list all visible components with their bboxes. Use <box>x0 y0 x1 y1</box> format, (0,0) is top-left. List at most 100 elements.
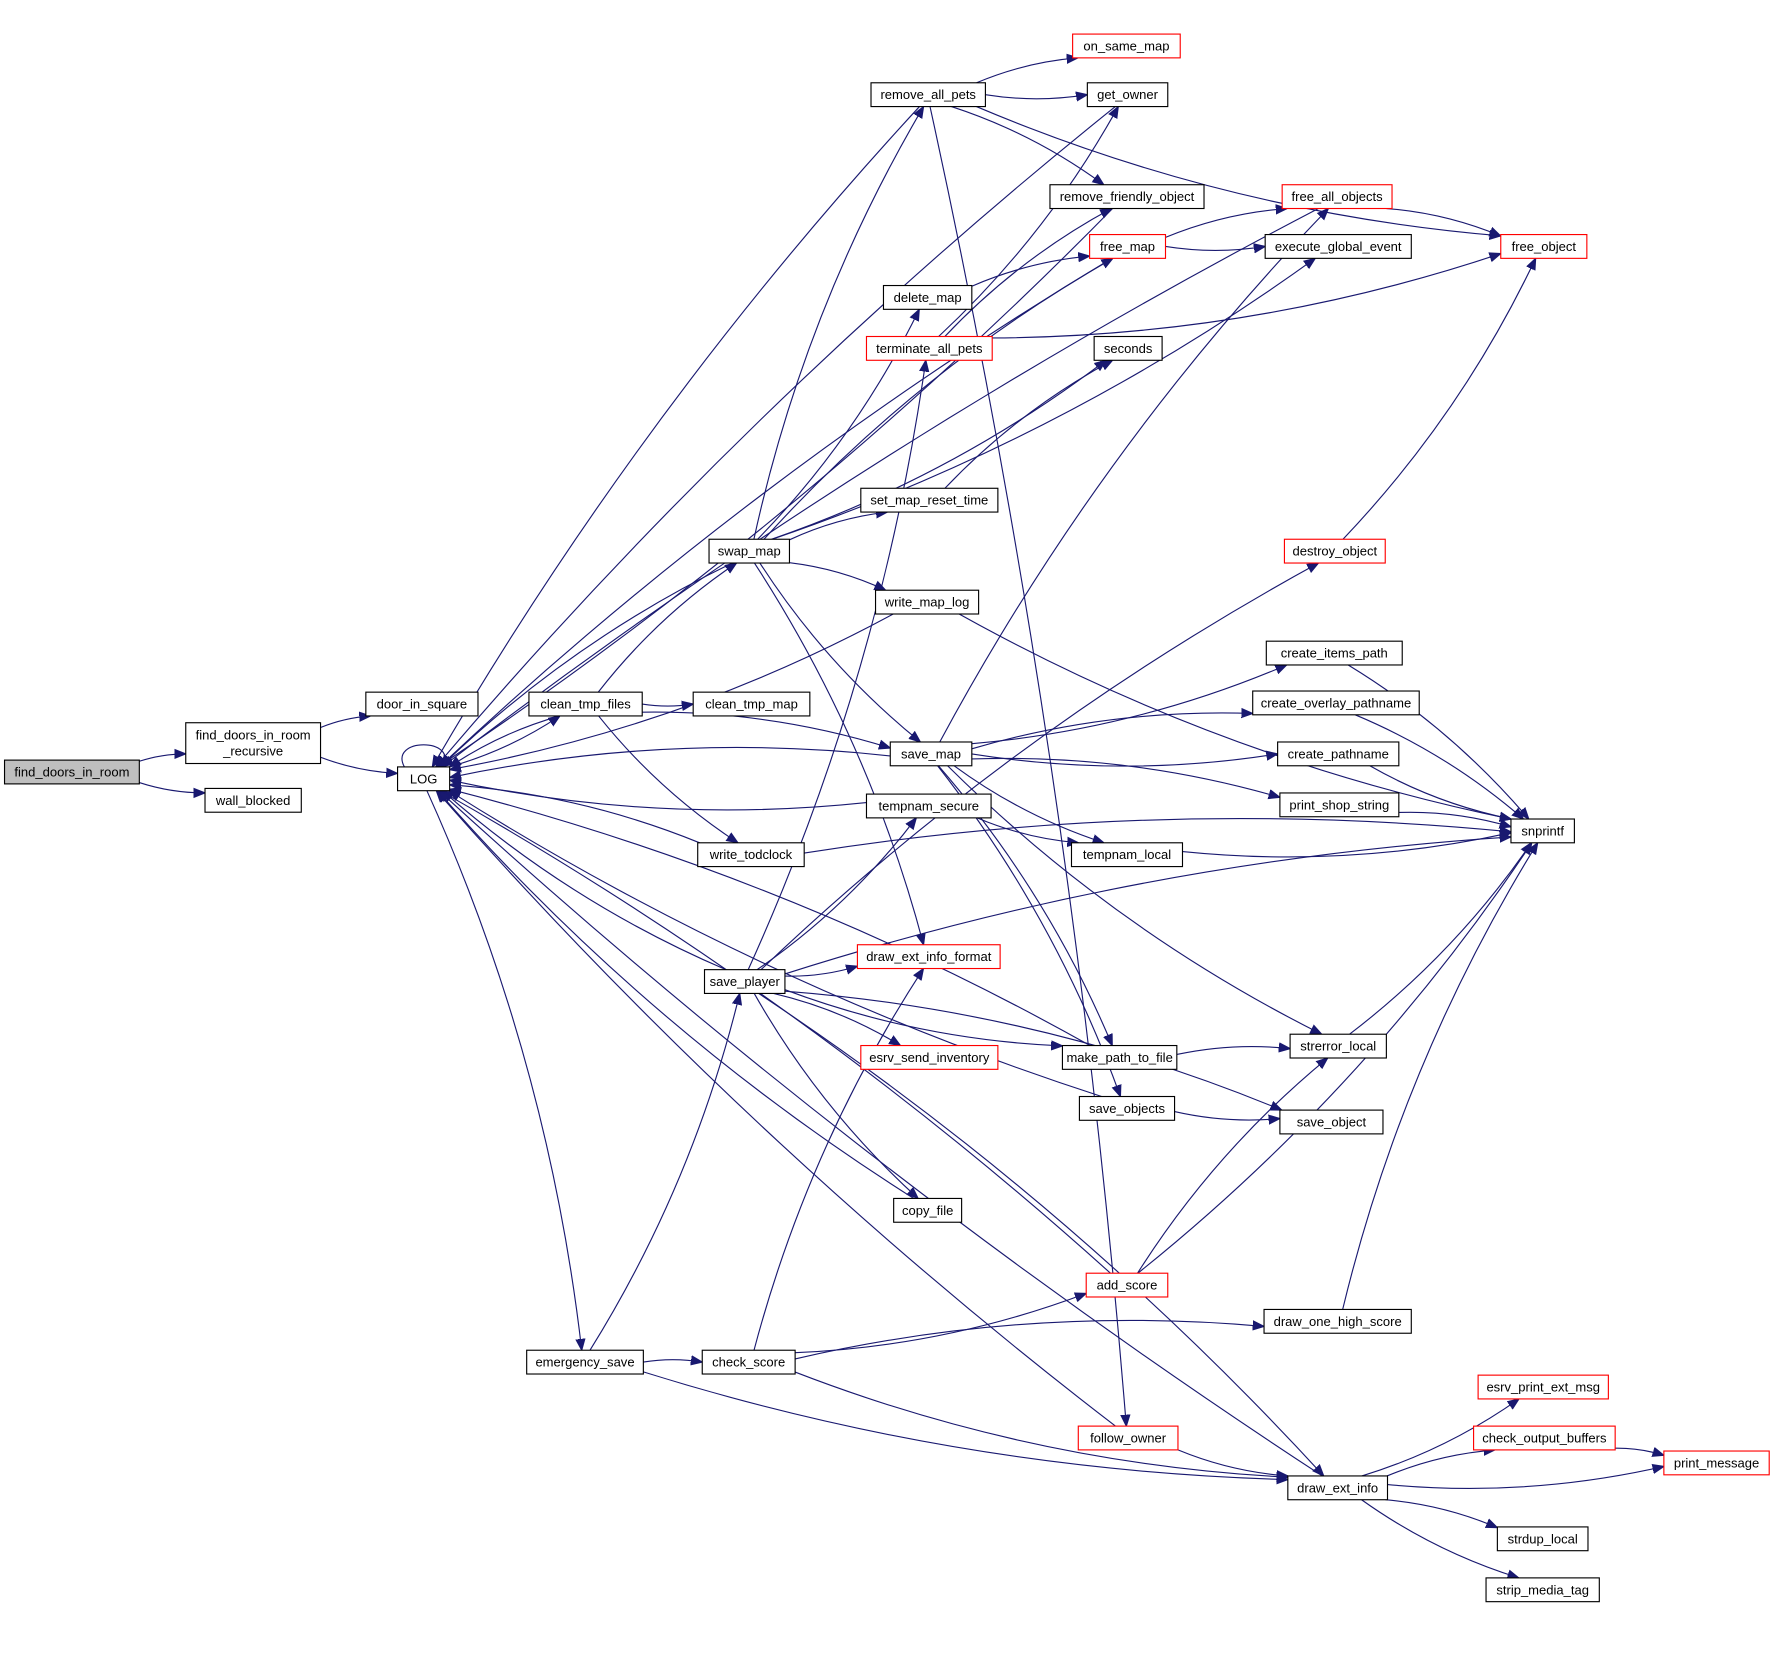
node-write-map-log[interactable]: write_map_log <box>874 589 980 615</box>
node-free-map[interactable]: free_map <box>1089 233 1167 259</box>
node-box[interactable] <box>870 82 986 108</box>
node-box[interactable] <box>1663 1450 1770 1476</box>
node-remove-friendly-object[interactable]: remove_friendly_object <box>1049 184 1205 210</box>
node-box[interactable] <box>860 1044 999 1070</box>
node-free-all-objects[interactable]: free_all_objects <box>1281 184 1393 210</box>
node-free-object[interactable]: free_object <box>1500 233 1588 259</box>
node-box[interactable] <box>692 691 811 717</box>
node-terminate-all-pets[interactable]: terminate_all_pets <box>865 335 993 361</box>
node-save-player[interactable]: save_player <box>703 969 786 995</box>
node-box[interactable] <box>1496 1526 1589 1552</box>
node-box[interactable] <box>1279 792 1400 818</box>
node-delete-map[interactable]: delete_map <box>882 284 973 310</box>
node-create-overlay-pathname[interactable]: create_overlay_pathname <box>1252 690 1420 716</box>
node-on-same-map[interactable]: on_same_map <box>1072 33 1181 59</box>
node-box[interactable] <box>1078 1095 1176 1121</box>
node-box[interactable] <box>856 944 1001 970</box>
node-destroy-object[interactable]: destroy_object <box>1283 538 1386 564</box>
node-box[interactable] <box>865 335 993 361</box>
node-door-in-square[interactable]: door_in_square <box>365 691 479 717</box>
node-seconds[interactable]: seconds <box>1093 335 1163 361</box>
node-box[interactable] <box>526 1349 644 1375</box>
node-esrv-print-ext-msg[interactable]: esrv_print_ext_msg <box>1477 1374 1609 1400</box>
node-box[interactable] <box>1089 233 1167 259</box>
node-wall-blocked[interactable]: wall_blocked <box>204 787 302 813</box>
node-save-map[interactable]: save_map <box>889 741 973 767</box>
node-box[interactable] <box>1093 335 1163 361</box>
node-box[interactable] <box>1485 1577 1600 1603</box>
node-box[interactable] <box>185 722 322 765</box>
node-swap-map[interactable]: swap_map <box>708 538 791 564</box>
node-check-output-buffers[interactable]: check_output_buffers <box>1473 1425 1616 1451</box>
node-save-objects[interactable]: save_objects <box>1078 1095 1176 1121</box>
node-print-message[interactable]: print_message <box>1663 1450 1770 1476</box>
node-box[interactable] <box>1277 741 1400 767</box>
node-follow-owner[interactable]: follow_owner <box>1077 1425 1179 1451</box>
node-box[interactable] <box>1477 1374 1609 1400</box>
node-box[interactable] <box>204 787 302 813</box>
node-box[interactable] <box>1473 1425 1616 1451</box>
node-box[interactable] <box>1283 538 1386 564</box>
node-box[interactable] <box>528 691 643 717</box>
node-box[interactable] <box>1077 1425 1179 1451</box>
node-box[interactable] <box>3 759 140 785</box>
node-find-doors-in-room-recursive[interactable]: find_doors_in_room_recursive <box>185 722 322 765</box>
node-box[interactable] <box>1264 233 1412 259</box>
node-box[interactable] <box>1265 640 1403 666</box>
node-box[interactable] <box>1279 1109 1384 1135</box>
node-make-path-to-file[interactable]: make_path_to_file <box>1061 1044 1178 1070</box>
node-find-doors-in-room[interactable]: find_doors_in_room <box>3 759 140 785</box>
node-box[interactable] <box>860 487 999 513</box>
node-copy-file[interactable]: copy_file <box>893 1197 963 1223</box>
node-set-map-reset-time[interactable]: set_map_reset_time <box>860 487 999 513</box>
node-box[interactable] <box>1070 842 1184 868</box>
node-print-shop-string[interactable]: print_shop_string <box>1279 792 1400 818</box>
node-draw-ext-info-format[interactable]: draw_ext_info_format <box>856 944 1001 970</box>
node-box[interactable] <box>1287 1475 1389 1501</box>
node-tempnam-secure[interactable]: tempnam_secure <box>865 793 992 819</box>
node-check-score[interactable]: check_score <box>701 1349 796 1375</box>
node-box[interactable] <box>1263 1308 1412 1334</box>
node-emergency-save[interactable]: emergency_save <box>526 1349 644 1375</box>
node-get-owner[interactable]: get_owner <box>1086 82 1169 108</box>
node-box[interactable] <box>1085 1272 1169 1298</box>
node-draw-one-high-score[interactable]: draw_one_high_score <box>1263 1308 1412 1334</box>
node-box[interactable] <box>1252 690 1420 716</box>
node-tempnam-local[interactable]: tempnam_local <box>1070 842 1184 868</box>
node-clean-tmp-files[interactable]: clean_tmp_files <box>528 691 643 717</box>
node-add-score[interactable]: add_score <box>1085 1272 1169 1298</box>
node-LOG[interactable]: LOG <box>396 766 451 792</box>
node-strerror-local[interactable]: strerror_local <box>1289 1033 1387 1059</box>
node-box[interactable] <box>1500 233 1588 259</box>
node-write-todclock[interactable]: write_todclock <box>697 842 805 868</box>
node-box[interactable] <box>703 969 786 995</box>
node-box[interactable] <box>365 691 479 717</box>
node-box[interactable] <box>708 538 791 564</box>
node-box[interactable] <box>697 842 805 868</box>
node-box[interactable] <box>701 1349 796 1375</box>
node-create-items-path[interactable]: create_items_path <box>1265 640 1403 666</box>
node-remove-all-pets[interactable]: remove_all_pets <box>870 82 986 108</box>
node-execute-global-event[interactable]: execute_global_event <box>1264 233 1412 259</box>
node-box[interactable] <box>1281 184 1393 210</box>
node-draw-ext-info[interactable]: draw_ext_info <box>1287 1475 1389 1501</box>
node-box[interactable] <box>1072 33 1181 59</box>
node-strip-media-tag[interactable]: strip_media_tag <box>1485 1577 1600 1603</box>
node-box[interactable] <box>874 589 980 615</box>
node-save-object[interactable]: save_object <box>1279 1109 1384 1135</box>
node-box[interactable] <box>882 284 973 310</box>
node-box[interactable] <box>1510 818 1575 844</box>
node-box[interactable] <box>396 766 451 792</box>
node-box[interactable] <box>889 741 973 767</box>
node-box[interactable] <box>1049 184 1205 210</box>
node-box[interactable] <box>1289 1033 1387 1059</box>
node-box[interactable] <box>865 793 992 819</box>
node-box[interactable] <box>1086 82 1169 108</box>
node-clean-tmp-map[interactable]: clean_tmp_map <box>692 691 811 717</box>
node-box[interactable] <box>893 1197 963 1223</box>
node-create-pathname[interactable]: create_pathname <box>1277 741 1400 767</box>
node-box[interactable] <box>1061 1044 1178 1070</box>
node-snprintf[interactable]: snprintf <box>1510 818 1575 844</box>
node-esrv-send-inventory[interactable]: esrv_send_inventory <box>860 1044 999 1070</box>
node-strdup-local[interactable]: strdup_local <box>1496 1526 1589 1552</box>
